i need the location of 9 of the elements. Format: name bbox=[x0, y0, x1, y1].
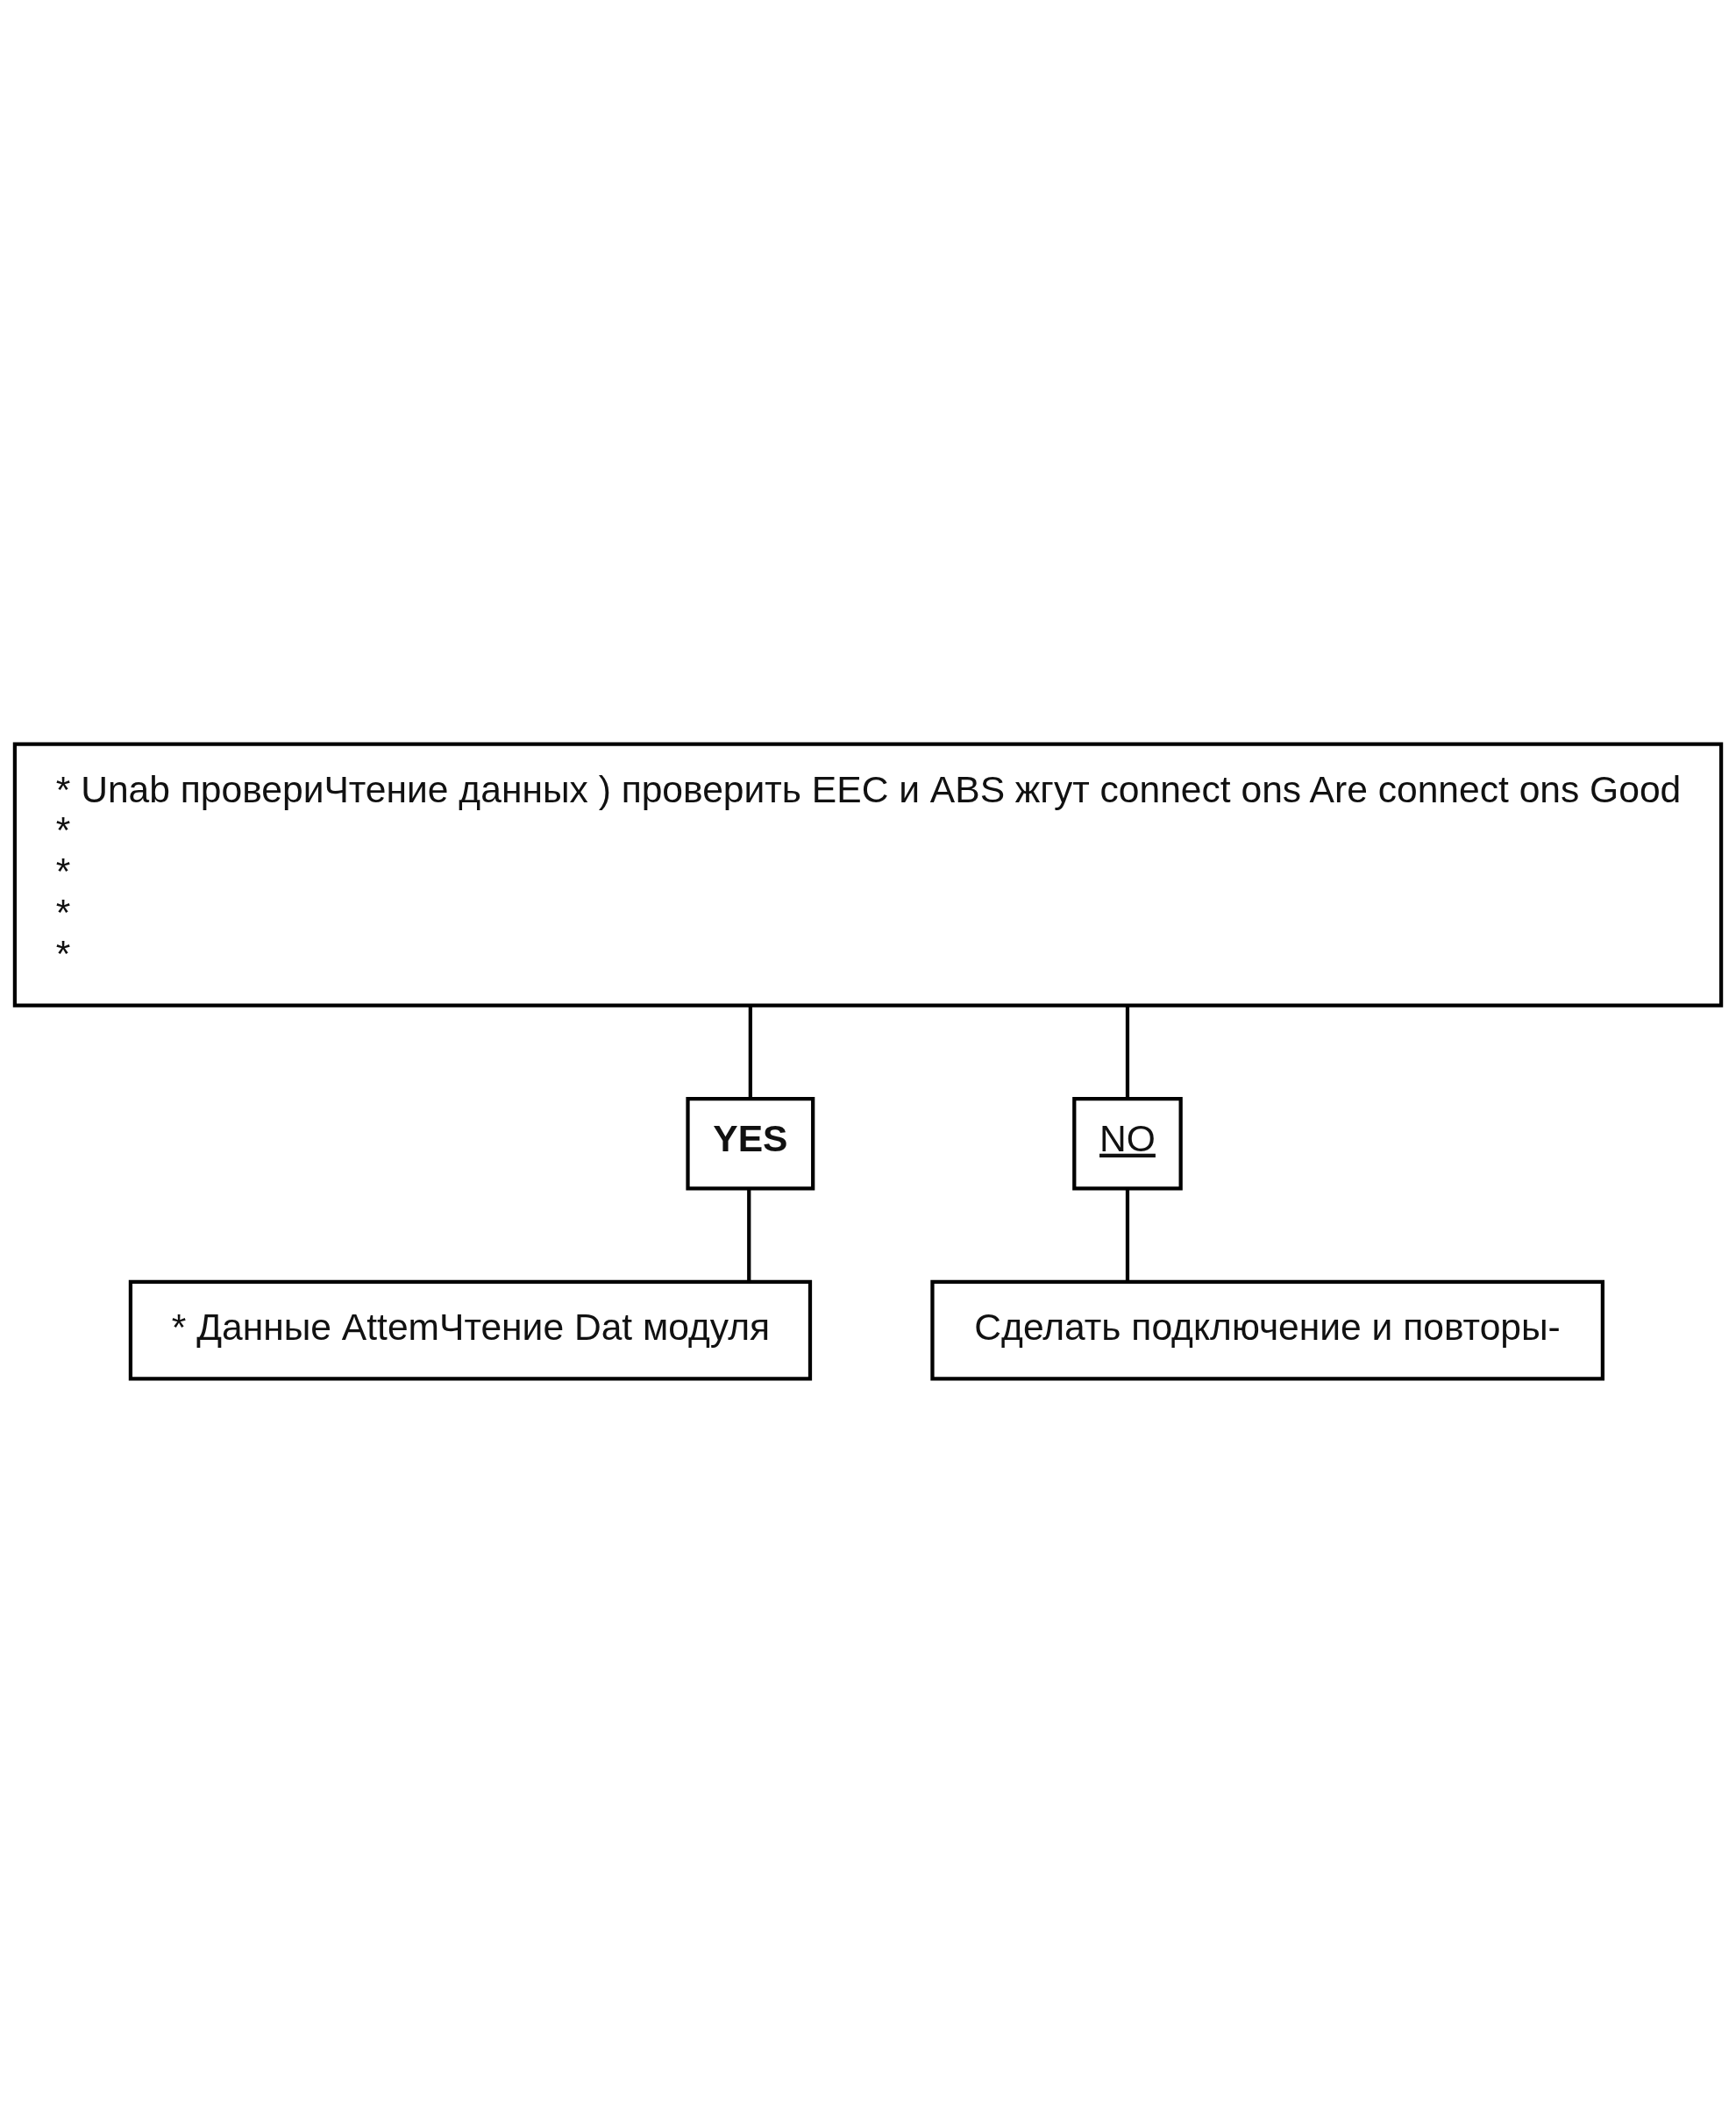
connector bbox=[1125, 1005, 1130, 1099]
node-box: * Данные AttemЧтение Dat модуля bbox=[128, 1279, 813, 1381]
node-box: Сделать подключение и повторы- bbox=[930, 1279, 1604, 1381]
node-box: YES bbox=[686, 1096, 815, 1190]
connector bbox=[747, 1188, 751, 1282]
connector bbox=[1125, 1188, 1130, 1282]
node-box: NO bbox=[1072, 1096, 1183, 1190]
node-box: * Unab провериЧтение данных ) проверить EEC и ABS жгут connect ons Are connect ons Good * * * * bbox=[12, 741, 1724, 1008]
connector bbox=[748, 1005, 752, 1099]
